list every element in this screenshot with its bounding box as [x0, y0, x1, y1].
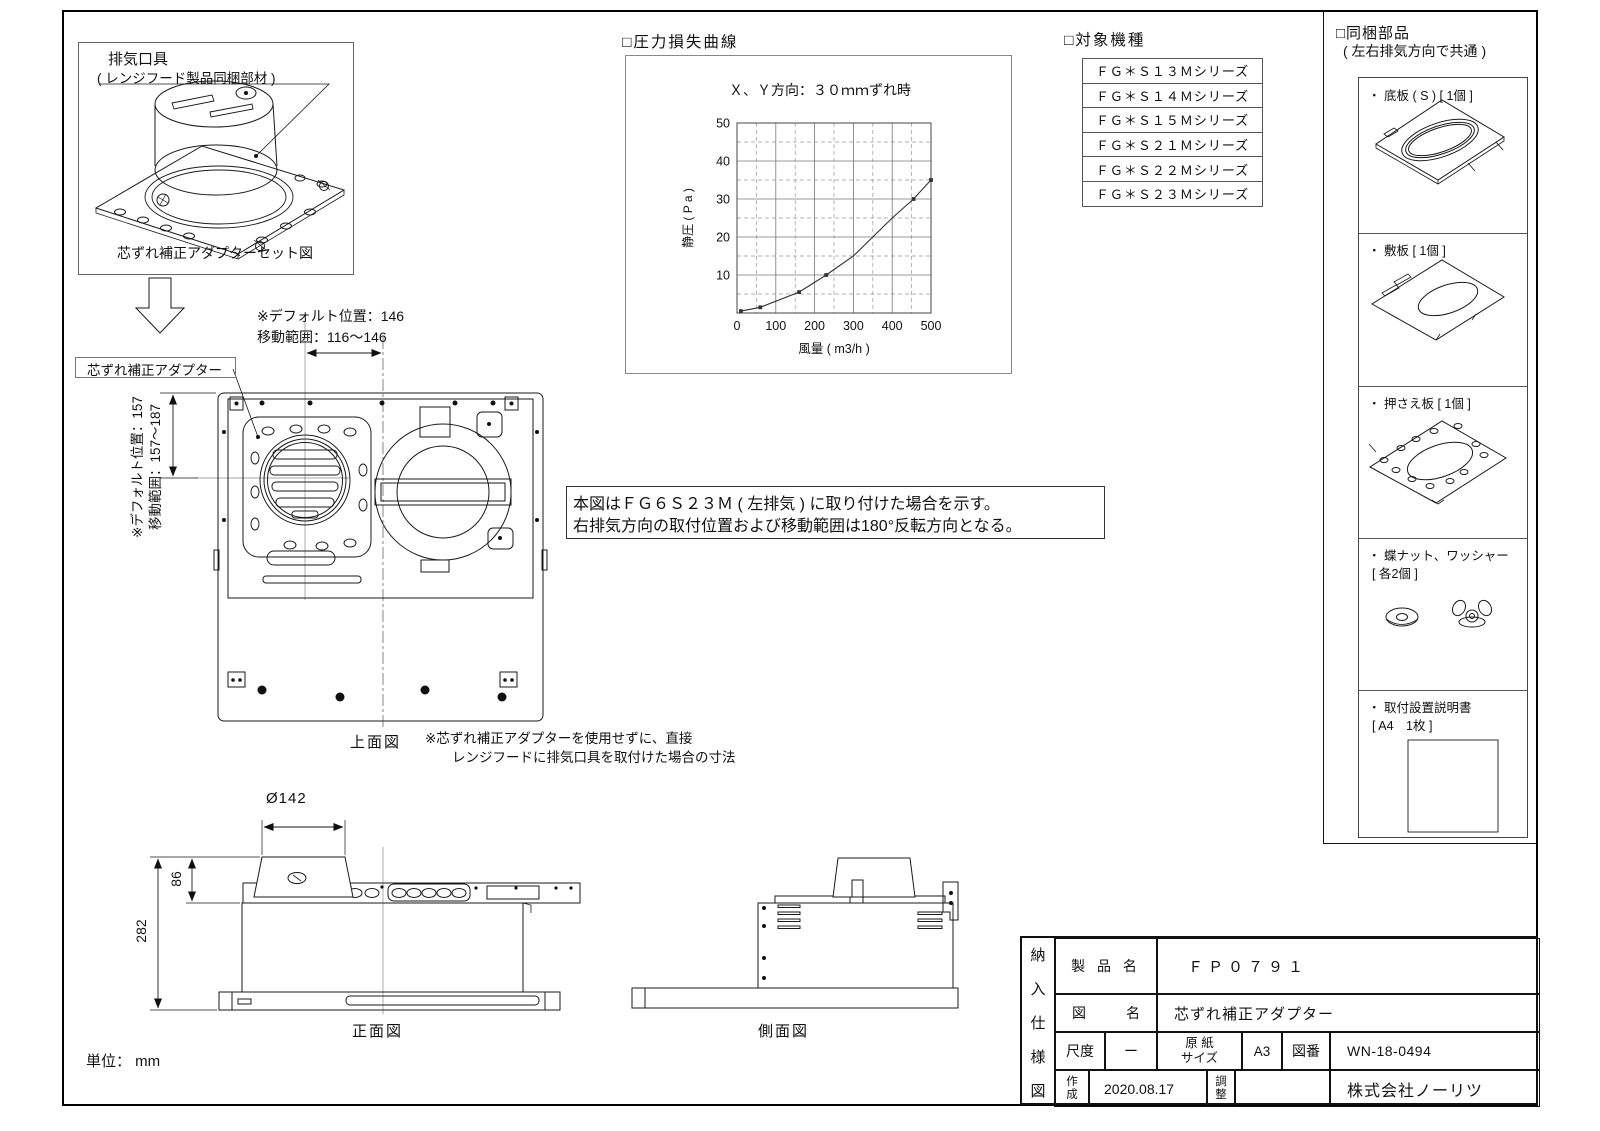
- parts-list-box: [1358, 77, 1528, 838]
- title-block: 納 入 仕 様 図 製 品 名 ＦＰ０７９１ 図名 芯ずれ補正アダプター 尺度 …: [1020, 936, 1540, 1107]
- svg-text:200: 200: [804, 319, 825, 333]
- part-label-bottom-plate: ・ 底板 ( S ) [ 1個 ]: [1368, 89, 1473, 103]
- paper-size-label-cell: 原 紙 サイズ: [1157, 1032, 1242, 1070]
- svg-text:風量 ( m3/h ): 風量 ( m3/h ): [798, 342, 870, 356]
- drawing-name-value-cell: 芯ずれ補正アダプター: [1157, 994, 1540, 1032]
- adapter-tag-label: 芯ずれ補正アダプター: [87, 363, 222, 378]
- dim-y-default: ※デフォルト位置：157: [130, 396, 145, 538]
- front-view-dim-282: 282: [133, 919, 149, 943]
- part-label-base-sheet: ・ 敷板 [ 1個 ]: [1368, 244, 1446, 258]
- unit-note: 単位： mm: [86, 1053, 161, 1070]
- part-label-press-plate: ・ 押さえ板 [ 1個 ]: [1368, 397, 1471, 411]
- svg-text:0: 0: [734, 319, 741, 333]
- front-view-dim-86: 86: [168, 871, 184, 887]
- created-value-cell: 2020.08.17: [1089, 1070, 1207, 1107]
- exhaust-fixture-label: 排気口具: [108, 51, 169, 68]
- adapter-tag-box: [75, 357, 236, 378]
- scale-value-cell: ー: [1105, 1032, 1157, 1070]
- paper-size-value-cell: A3: [1242, 1032, 1282, 1070]
- drawing-name-label-cell: 図名: [1055, 994, 1157, 1032]
- remark-box: [566, 486, 1105, 539]
- part-label-manual-1: ・ 取付設置説明書: [1368, 701, 1472, 715]
- part-label-manual-2: [ A4 1枚 ]: [1372, 719, 1433, 733]
- adapter-set-figure-box: [78, 42, 354, 275]
- svg-text:400: 400: [882, 319, 903, 333]
- product-value-cell: ＦＰ０７９１: [1157, 938, 1540, 994]
- model-item: ＦＧ＊Ｓ１３Ｍシリーズ: [1095, 64, 1250, 80]
- svg-text:500: 500: [921, 319, 942, 333]
- chart-frame: [625, 55, 1012, 374]
- remark-line-1: 本図はＦＧ６Ｓ２３Ｍ ( 左排気 ) に取り付けた場合を示す。: [573, 496, 1000, 513]
- svg-text:300: 300: [843, 319, 864, 333]
- parts-column-bottom-rule: [1323, 843, 1538, 844]
- adjust-label-cell: 調 整: [1207, 1070, 1235, 1107]
- svg-text:静圧 ( P a ): 静圧 ( P a ): [681, 188, 695, 248]
- dwg-no-label-cell: 図番: [1282, 1032, 1330, 1070]
- model-item: ＦＧ＊Ｓ２２Ｍシリーズ: [1083, 156, 1262, 181]
- doc-type-strip: 納 入 仕 様 図: [1022, 938, 1055, 1107]
- product-label-cell: 製 品 名: [1055, 938, 1157, 994]
- exhaust-fixture-sublabel: ( レンジフード製品同梱部材 ): [97, 71, 276, 86]
- parts-title-1: □同梱部品: [1336, 25, 1411, 42]
- parts-title-2: ( 左右排気方向で共通 ): [1343, 43, 1487, 59]
- svg-text:100: 100: [765, 319, 786, 333]
- remark-line-2: 右排気方向の取付位置および移動範囲は180°反転方向となる。: [573, 518, 1022, 535]
- models-section-title: □対象機種: [1064, 32, 1146, 49]
- created-label-cell: 作 成: [1055, 1070, 1089, 1107]
- chart-section-title: □圧力損失曲線: [622, 34, 739, 51]
- svg-text:50: 50: [716, 117, 730, 131]
- svg-text:40: 40: [716, 155, 730, 169]
- dim-x-range: 移動範囲：116～146: [257, 329, 387, 345]
- part-label-wing-nut-1: ・ 蝶ナット、ワッシャー: [1368, 549, 1509, 563]
- models-table: ＦＧ＊Ｓ１３Ｍシリーズ ＦＧ＊Ｓ１４Ｍシリーズ ＦＧ＊Ｓ１５Ｍシリーズ ＦＧ＊Ｓ…: [1082, 58, 1263, 207]
- model-item: ＦＧ＊Ｓ１５Ｍシリーズ: [1083, 107, 1262, 132]
- front-view-dim-diameter: Ø142: [266, 790, 307, 807]
- top-view-caption: 上面図: [350, 734, 402, 751]
- company-cell: 株式会社ノーリツ: [1330, 1070, 1540, 1107]
- top-view-note-2: レンジフードに排気口具を取付けた場合の寸法: [452, 750, 736, 765]
- adjust-value-cell: [1235, 1070, 1330, 1107]
- front-view-caption: 正面図: [352, 1023, 404, 1040]
- dim-y-range: 移動範囲：157～187: [148, 403, 163, 531]
- svg-text:10: 10: [716, 269, 730, 283]
- model-item: ＦＧ＊Ｓ２１Ｍシリーズ: [1083, 131, 1262, 157]
- svg-text:30: 30: [716, 193, 730, 207]
- svg-text:20: 20: [716, 231, 730, 245]
- model-item: ＦＧ＊Ｓ２３Ｍシリーズ: [1083, 180, 1262, 206]
- chart-subtitle: Ｘ、Ｙ方向：３０ｍｍずれ時: [729, 82, 911, 98]
- part-label-wing-nut-2: [ 各2個 ]: [1372, 567, 1418, 581]
- sheet-border: [62, 10, 1538, 1106]
- parts-column-left-rule: [1323, 10, 1324, 843]
- dim-x-default: ※デフォルト位置：146: [257, 308, 405, 324]
- scale-label-cell: 尺度: [1055, 1032, 1105, 1070]
- adapter-set-caption: 芯ずれ補正アダプターセット図: [117, 245, 313, 261]
- top-view-note-1: ※芯ずれ補正アダプターを使用せずに、直接: [425, 731, 693, 746]
- model-item: ＦＧ＊Ｓ１４Ｍシリーズ: [1083, 82, 1262, 108]
- side-view-caption: 側面図: [758, 1023, 810, 1040]
- dim-y-labels: ※デフォルト位置：157 移動範囲：157～187: [129, 379, 165, 555]
- dwg-no-value-cell: WN-18-0494: [1330, 1032, 1540, 1070]
